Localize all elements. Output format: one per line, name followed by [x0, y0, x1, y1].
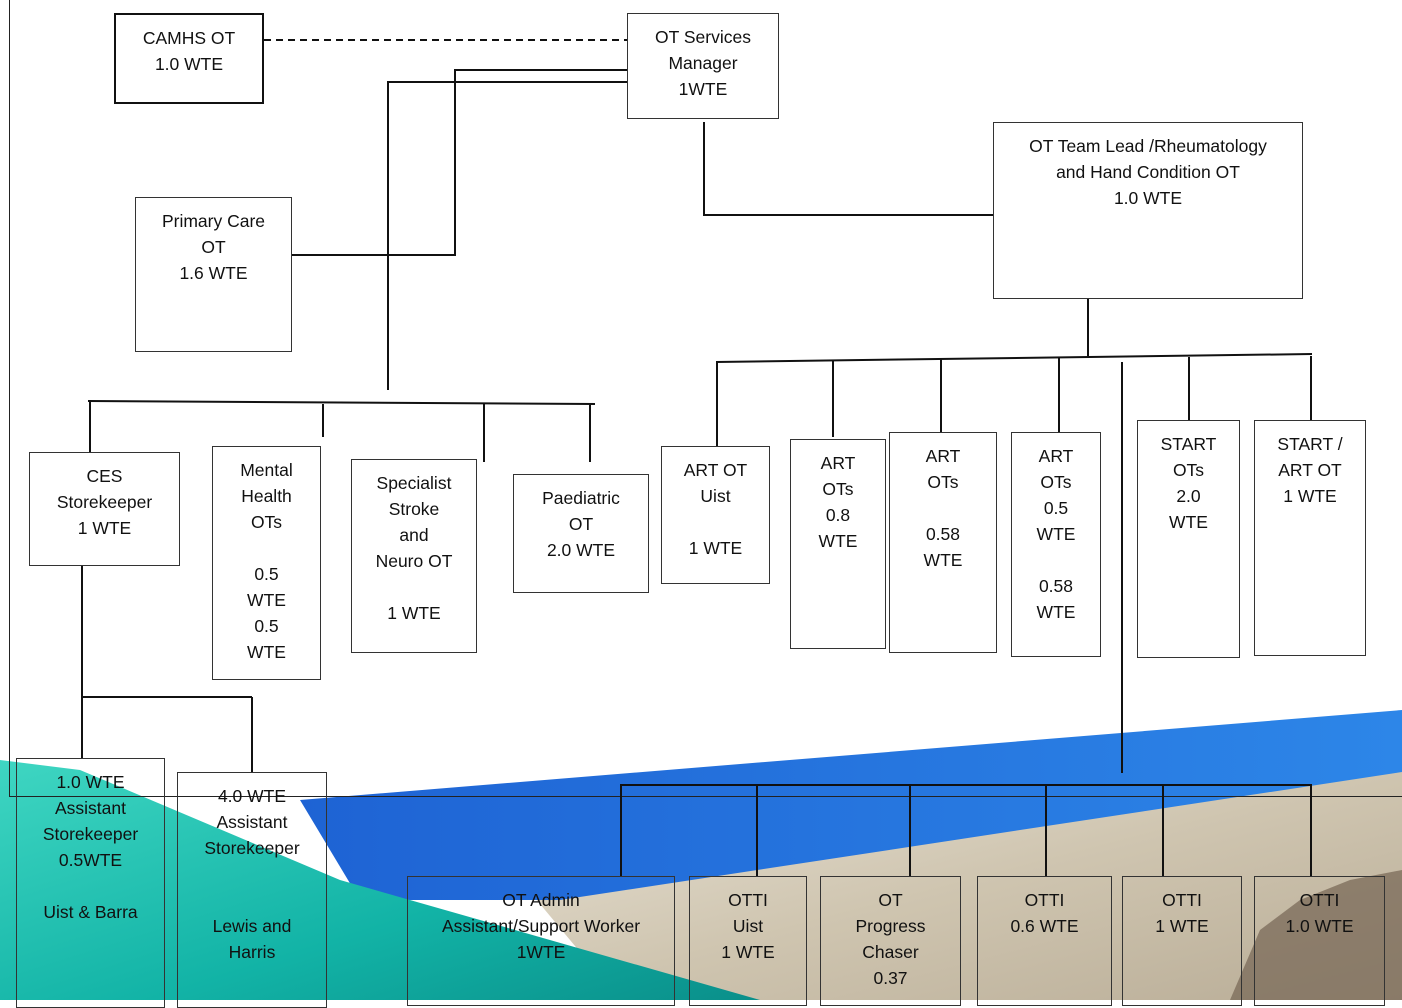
- start-ots-box: START OTs 2.0 WTE: [1137, 420, 1240, 658]
- ot-progress-chaser-box: OT Progress Chaser 0.37: [820, 876, 961, 1006]
- otti-uist-box: OTTI Uist 1 WTE: [689, 876, 807, 1006]
- otti-10-box: OTTI 1.0 WTE: [1254, 876, 1385, 1006]
- otti-06-box: OTTI 0.6 WTE: [977, 876, 1112, 1006]
- ot-admin-assistant-box: OT Admin Assistant/Support Worker 1WTE: [407, 876, 675, 1006]
- otti-10-label: OTTI 1.0 WTE: [1285, 890, 1354, 936]
- paediatric-ot-label: Paediatric OT 2.0 WTE: [542, 488, 620, 560]
- blue-swoosh: [300, 710, 1402, 900]
- ot-admin-assistant-label: OT Admin Assistant/Support Worker 1WTE: [441, 890, 641, 962]
- otti-1-box: OTTI 1 WTE: [1122, 876, 1242, 1006]
- ot-progress-chaser-label: OT Progress Chaser 0.37: [855, 890, 926, 988]
- primary-care-ot-box: Primary Care OT 1.6 WTE: [135, 197, 292, 352]
- chart-frame: [9, 0, 1402, 797]
- rocks: [1230, 870, 1402, 1000]
- ot-team-lead-label: OT Team Lead /Rheumatology and Hand Cond…: [1029, 136, 1267, 208]
- otti-06-label: OTTI 0.6 WTE: [1010, 890, 1079, 936]
- specialist-stroke-neuro-label: Specialist Stroke and Neuro OT 1 WTE: [375, 473, 453, 623]
- specialist-stroke-neuro-box: Specialist Stroke and Neuro OT 1 WTE: [351, 459, 477, 653]
- primary-care-ot-label: Primary Care OT 1.6 WTE: [161, 211, 266, 283]
- ot-team-lead-box: OT Team Lead /Rheumatology and Hand Cond…: [993, 122, 1303, 299]
- art-ot-uist-label: ART OT Uist 1 WTE: [683, 460, 748, 558]
- mental-health-ots-box: Mental Health OTs 0.5 WTE 0.5 WTE: [212, 446, 321, 680]
- paediatric-ot-box: Paediatric OT 2.0 WTE: [513, 474, 649, 593]
- art-ots-058-label: ART OTs 0.58 WTE: [923, 446, 963, 570]
- assistant-storekeeper-uist-box: 1.0 WTE Assistant Storekeeper 0.5WTE Uis…: [16, 758, 165, 1008]
- otti-1-label: OTTI 1 WTE: [1155, 890, 1209, 936]
- ot-services-manager-box: OT Services Manager 1WTE: [627, 13, 779, 119]
- art-ots-05-label: ART OTs 0.5 WTE 0.58 WTE: [1036, 446, 1076, 622]
- assistant-storekeeper-uist-label: 1.0 WTE Assistant Storekeeper 0.5WTE Uis…: [42, 772, 139, 922]
- start-ots-label: START OTs 2.0 WTE: [1160, 434, 1217, 532]
- ces-storekeeper-label: CES Storekeeper 1 WTE: [56, 466, 153, 538]
- art-ots-058-box: ART OTs 0.58 WTE: [889, 432, 997, 653]
- art-ots-08-label: ART OTs 0.8 WTE: [818, 453, 858, 551]
- art-ots-05-box: ART OTs 0.5 WTE 0.58 WTE: [1011, 432, 1101, 657]
- start-art-ot-label: START / ART OT 1 WTE: [1277, 434, 1343, 506]
- mental-health-ots-label: Mental Health OTs 0.5 WTE 0.5 WTE: [240, 460, 293, 662]
- teal-swoosh: [0, 760, 760, 1000]
- camhs-ot-box: CAMHS OT 1.0 WTE: [114, 13, 264, 104]
- art-ot-uist-box: ART OT Uist 1 WTE: [661, 446, 770, 584]
- ces-storekeeper-box: CES Storekeeper 1 WTE: [29, 452, 180, 566]
- sand-area: [520, 770, 1402, 1000]
- start-art-ot-box: START / ART OT 1 WTE: [1254, 420, 1366, 656]
- otti-uist-label: OTTI Uist 1 WTE: [721, 890, 775, 962]
- ot-services-manager-label: OT Services Manager 1WTE: [655, 27, 751, 99]
- camhs-ot-label: CAMHS OT 1.0 WTE: [142, 28, 236, 74]
- assistant-storekeeper-lewis-label: 4.0 WTE Assistant Storekeeper Lewis and …: [204, 786, 300, 962]
- assistant-storekeeper-lewis-box: 4.0 WTE Assistant Storekeeper Lewis and …: [177, 772, 327, 1008]
- art-ots-08-box: ART OTs 0.8 WTE: [790, 439, 886, 649]
